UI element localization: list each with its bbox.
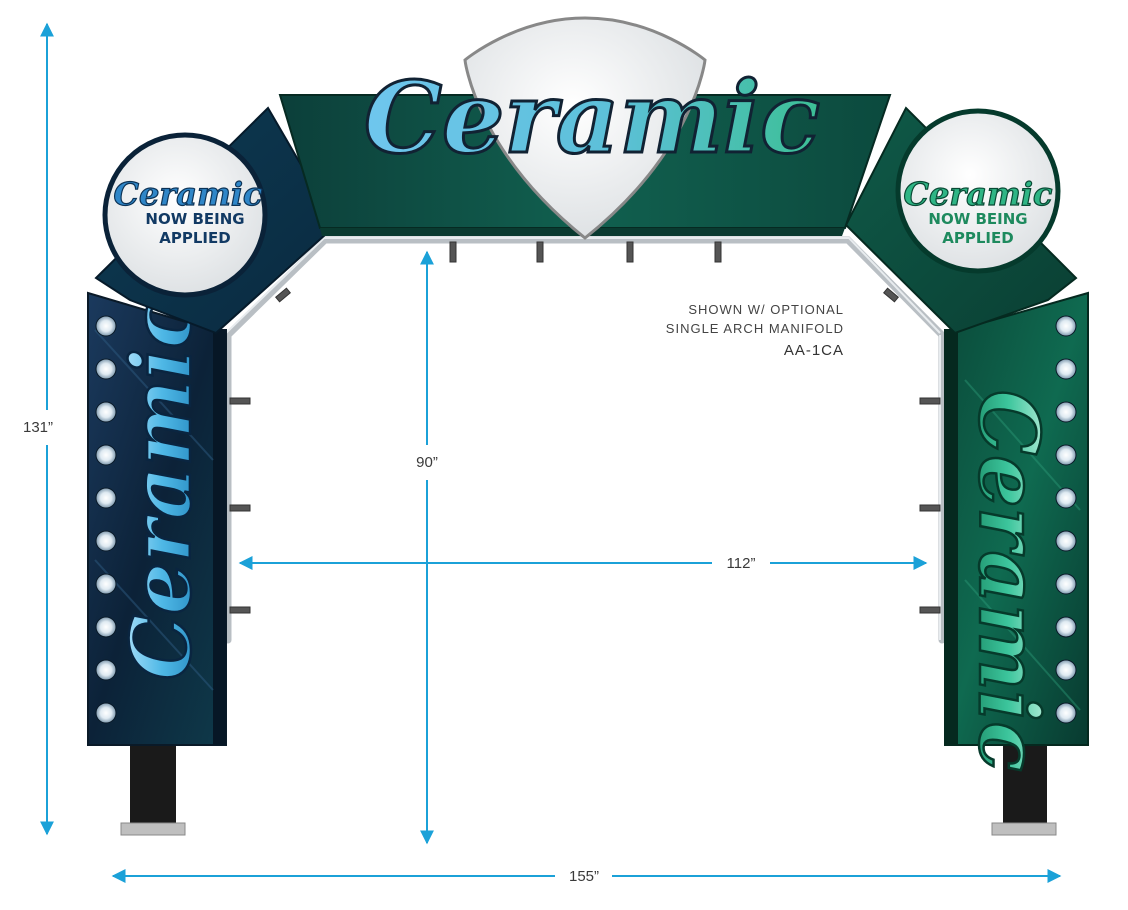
light-bulb — [1055, 444, 1077, 466]
light-bulb — [1055, 315, 1077, 337]
light-bulb — [1055, 401, 1077, 423]
light-bulb — [1055, 702, 1077, 724]
light-bulb — [95, 616, 117, 638]
light-bulb — [1055, 659, 1077, 681]
dim-inner-width-label: 112” — [727, 555, 756, 572]
right-pillar-brand: Ceramic — [960, 390, 1056, 772]
light-bulb — [95, 659, 117, 681]
right-pillar-lights — [1055, 315, 1077, 724]
note-model: AA-1CA — [784, 342, 844, 359]
top-diamond-badge — [463, 16, 707, 240]
left-badge-line1: NOW BEING — [145, 210, 244, 228]
left-pillar-brand: Ceramic — [114, 298, 210, 680]
light-bulb — [95, 530, 117, 552]
right-badge — [895, 108, 1061, 274]
right-pillar-panel — [944, 291, 1089, 746]
light-bulb — [95, 401, 117, 423]
left-badge — [102, 132, 268, 298]
note-line2: SINGLE ARCH MANIFOLD — [666, 321, 844, 336]
manifold-pipe-highlight — [225, 237, 941, 640]
light-bulb — [1055, 530, 1077, 552]
right-badge-brand: Ceramic — [904, 175, 1053, 213]
right-post — [991, 740, 1057, 836]
right-badge-line2: APPLIED — [942, 229, 1013, 247]
light-bulb — [95, 702, 117, 724]
light-bulb — [1055, 358, 1077, 380]
nozzles — [229, 241, 941, 614]
top-brand: Ceramic — [364, 61, 820, 176]
left-post — [120, 740, 186, 836]
dimension-lines — [40, 22, 1062, 883]
right-badge-line1: NOW BEING — [928, 210, 1027, 228]
light-bulb — [95, 358, 117, 380]
left-pillar-lights — [95, 315, 117, 724]
light-bulb — [95, 315, 117, 337]
dim-clearance-label: 90” — [416, 454, 438, 471]
left-badge-line2: APPLIED — [159, 229, 230, 247]
note-line1: SHOWN W/ OPTIONAL — [688, 302, 844, 317]
light-bulb — [1055, 573, 1077, 595]
dim-total-width-label: 155” — [569, 868, 599, 885]
light-bulb — [1055, 487, 1077, 509]
manifold-pipe — [224, 236, 946, 644]
light-bulb — [1055, 616, 1077, 638]
dim-total-height-label: 131” — [23, 419, 53, 436]
light-bulb — [95, 487, 117, 509]
left-badge-brand: Ceramic — [114, 175, 263, 213]
light-bulb — [95, 444, 117, 466]
light-bulb — [95, 573, 117, 595]
